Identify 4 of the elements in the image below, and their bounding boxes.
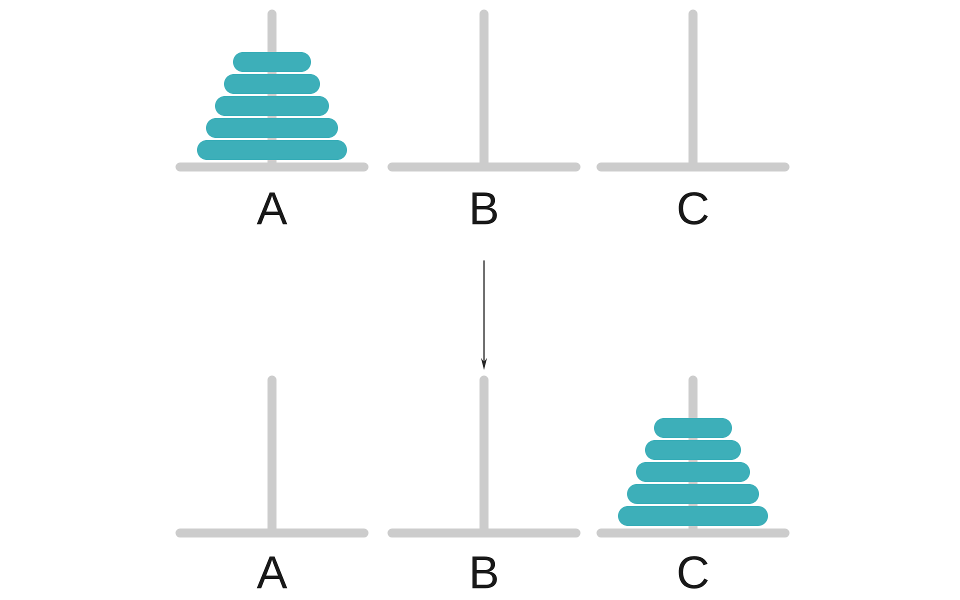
peg: B <box>388 376 580 588</box>
peg: B <box>388 10 580 224</box>
peg: A <box>176 376 368 588</box>
peg: C <box>596 10 790 225</box>
